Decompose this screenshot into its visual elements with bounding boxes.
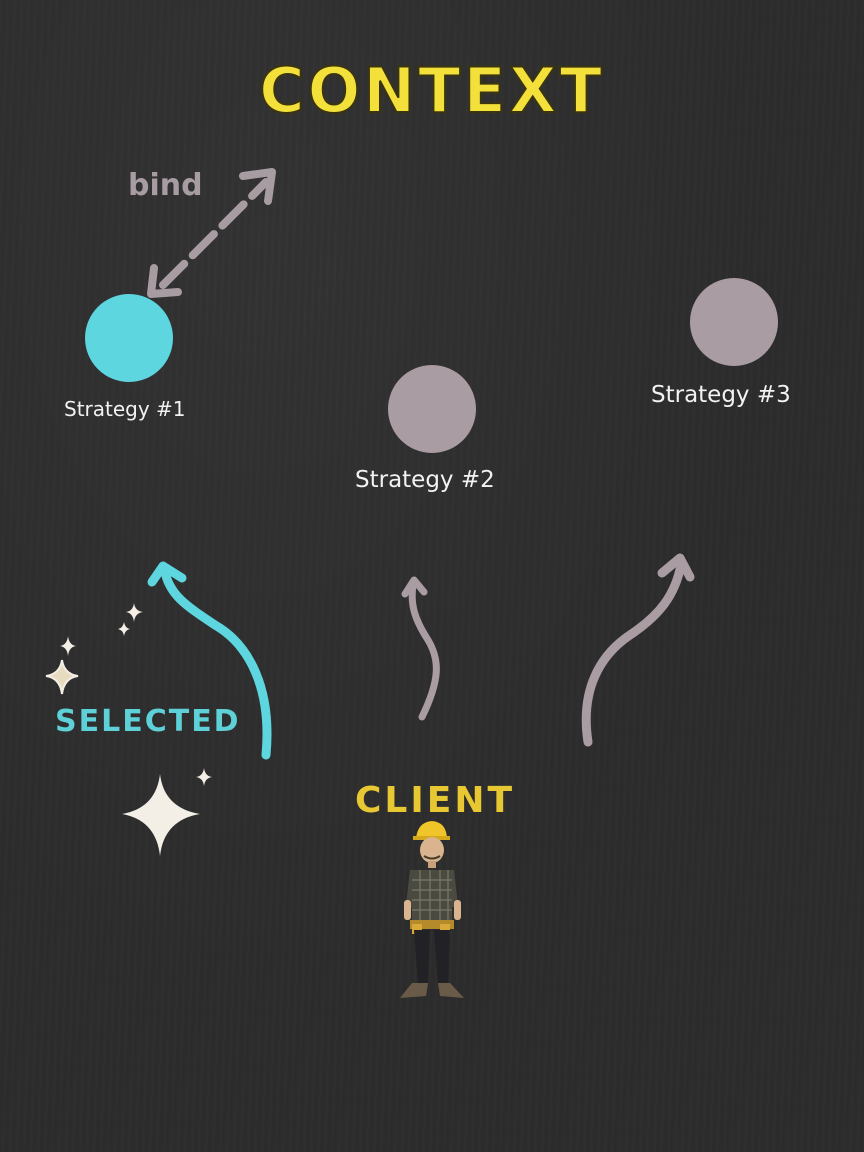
bind-label: bind xyxy=(128,168,203,203)
strategy-1-circle[interactable] xyxy=(85,294,173,382)
context-title: CONTEXT xyxy=(258,53,605,128)
strategy-1-label: Strategy #1 xyxy=(64,397,186,421)
strategy-3-circle[interactable] xyxy=(690,278,778,366)
sparkle-icon xyxy=(45,603,212,856)
curved-arrow-2-icon xyxy=(401,576,440,721)
curved-arrow-3-icon xyxy=(581,553,695,747)
strategy-2-circle[interactable] xyxy=(388,365,476,453)
selected-label: SELECTED xyxy=(55,704,241,739)
strategy-2-label: Strategy #2 xyxy=(355,467,495,493)
bind-arrow-icon xyxy=(147,168,276,298)
selected-curved-arrow-icon xyxy=(147,561,272,760)
client-label: CLIENT xyxy=(355,780,516,821)
client-worker-figure-icon xyxy=(400,821,464,998)
strategy-3-label: Strategy #3 xyxy=(651,382,791,408)
